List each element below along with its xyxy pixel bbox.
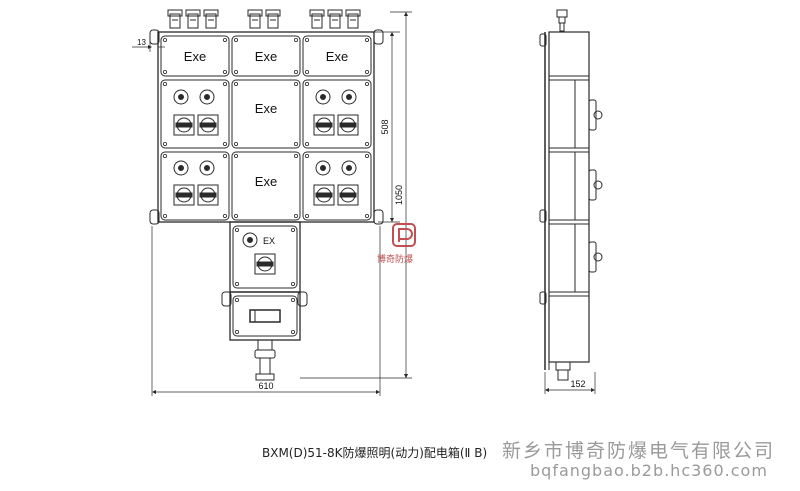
exe-label-top-center: Exe	[255, 49, 277, 64]
exe-module-top-right	[302, 35, 372, 77]
top-cable-glands	[167, 9, 361, 29]
watermark-url: bqfangbao.b2b.hc360.com	[530, 461, 768, 480]
watermark-company: 新乡市博奇防爆电气有限公司	[502, 440, 776, 462]
dim-width: 610	[258, 381, 273, 391]
rotary-switches	[173, 114, 359, 275]
drawing-caption: BXM(D)51-8K防爆照明(动力)配电箱(Ⅱ B)	[262, 446, 488, 460]
dim-left-offset: 13	[137, 38, 146, 47]
switch-module-left-2	[160, 151, 230, 221]
ex-module	[232, 225, 298, 289]
bottom-cable-gland	[254, 339, 276, 381]
exe-label-center-1: Exe	[255, 101, 277, 116]
exe-module-top-left	[160, 35, 230, 77]
dim-half-height: 508	[380, 119, 390, 134]
dim-total-height: 1050	[394, 185, 404, 205]
front-dimensions	[132, 11, 412, 396]
exe-module-top-center	[231, 35, 301, 77]
dim-depth: 152	[570, 379, 585, 389]
side-dimensions	[544, 372, 596, 394]
exe-label-center-2: Exe	[255, 174, 277, 189]
ex-label: EX	[263, 236, 275, 246]
exe-label-top-left: Exe	[184, 49, 206, 64]
exe-module-center-1	[231, 79, 301, 149]
switch-module-right-1	[302, 79, 372, 149]
exe-module-center-2	[231, 151, 301, 221]
switch-module-left-1	[160, 79, 230, 149]
indicator-lamps	[173, 89, 357, 248]
company-logo	[392, 223, 416, 247]
front-view	[149, 9, 384, 381]
corner-screws	[162, 38, 369, 334]
side-view	[539, 9, 603, 381]
terminal-module	[232, 295, 298, 337]
switch-module-right-2	[302, 151, 372, 221]
exe-label-top-right: Exe	[326, 49, 348, 64]
logo-text: 博奇防爆	[377, 255, 414, 265]
